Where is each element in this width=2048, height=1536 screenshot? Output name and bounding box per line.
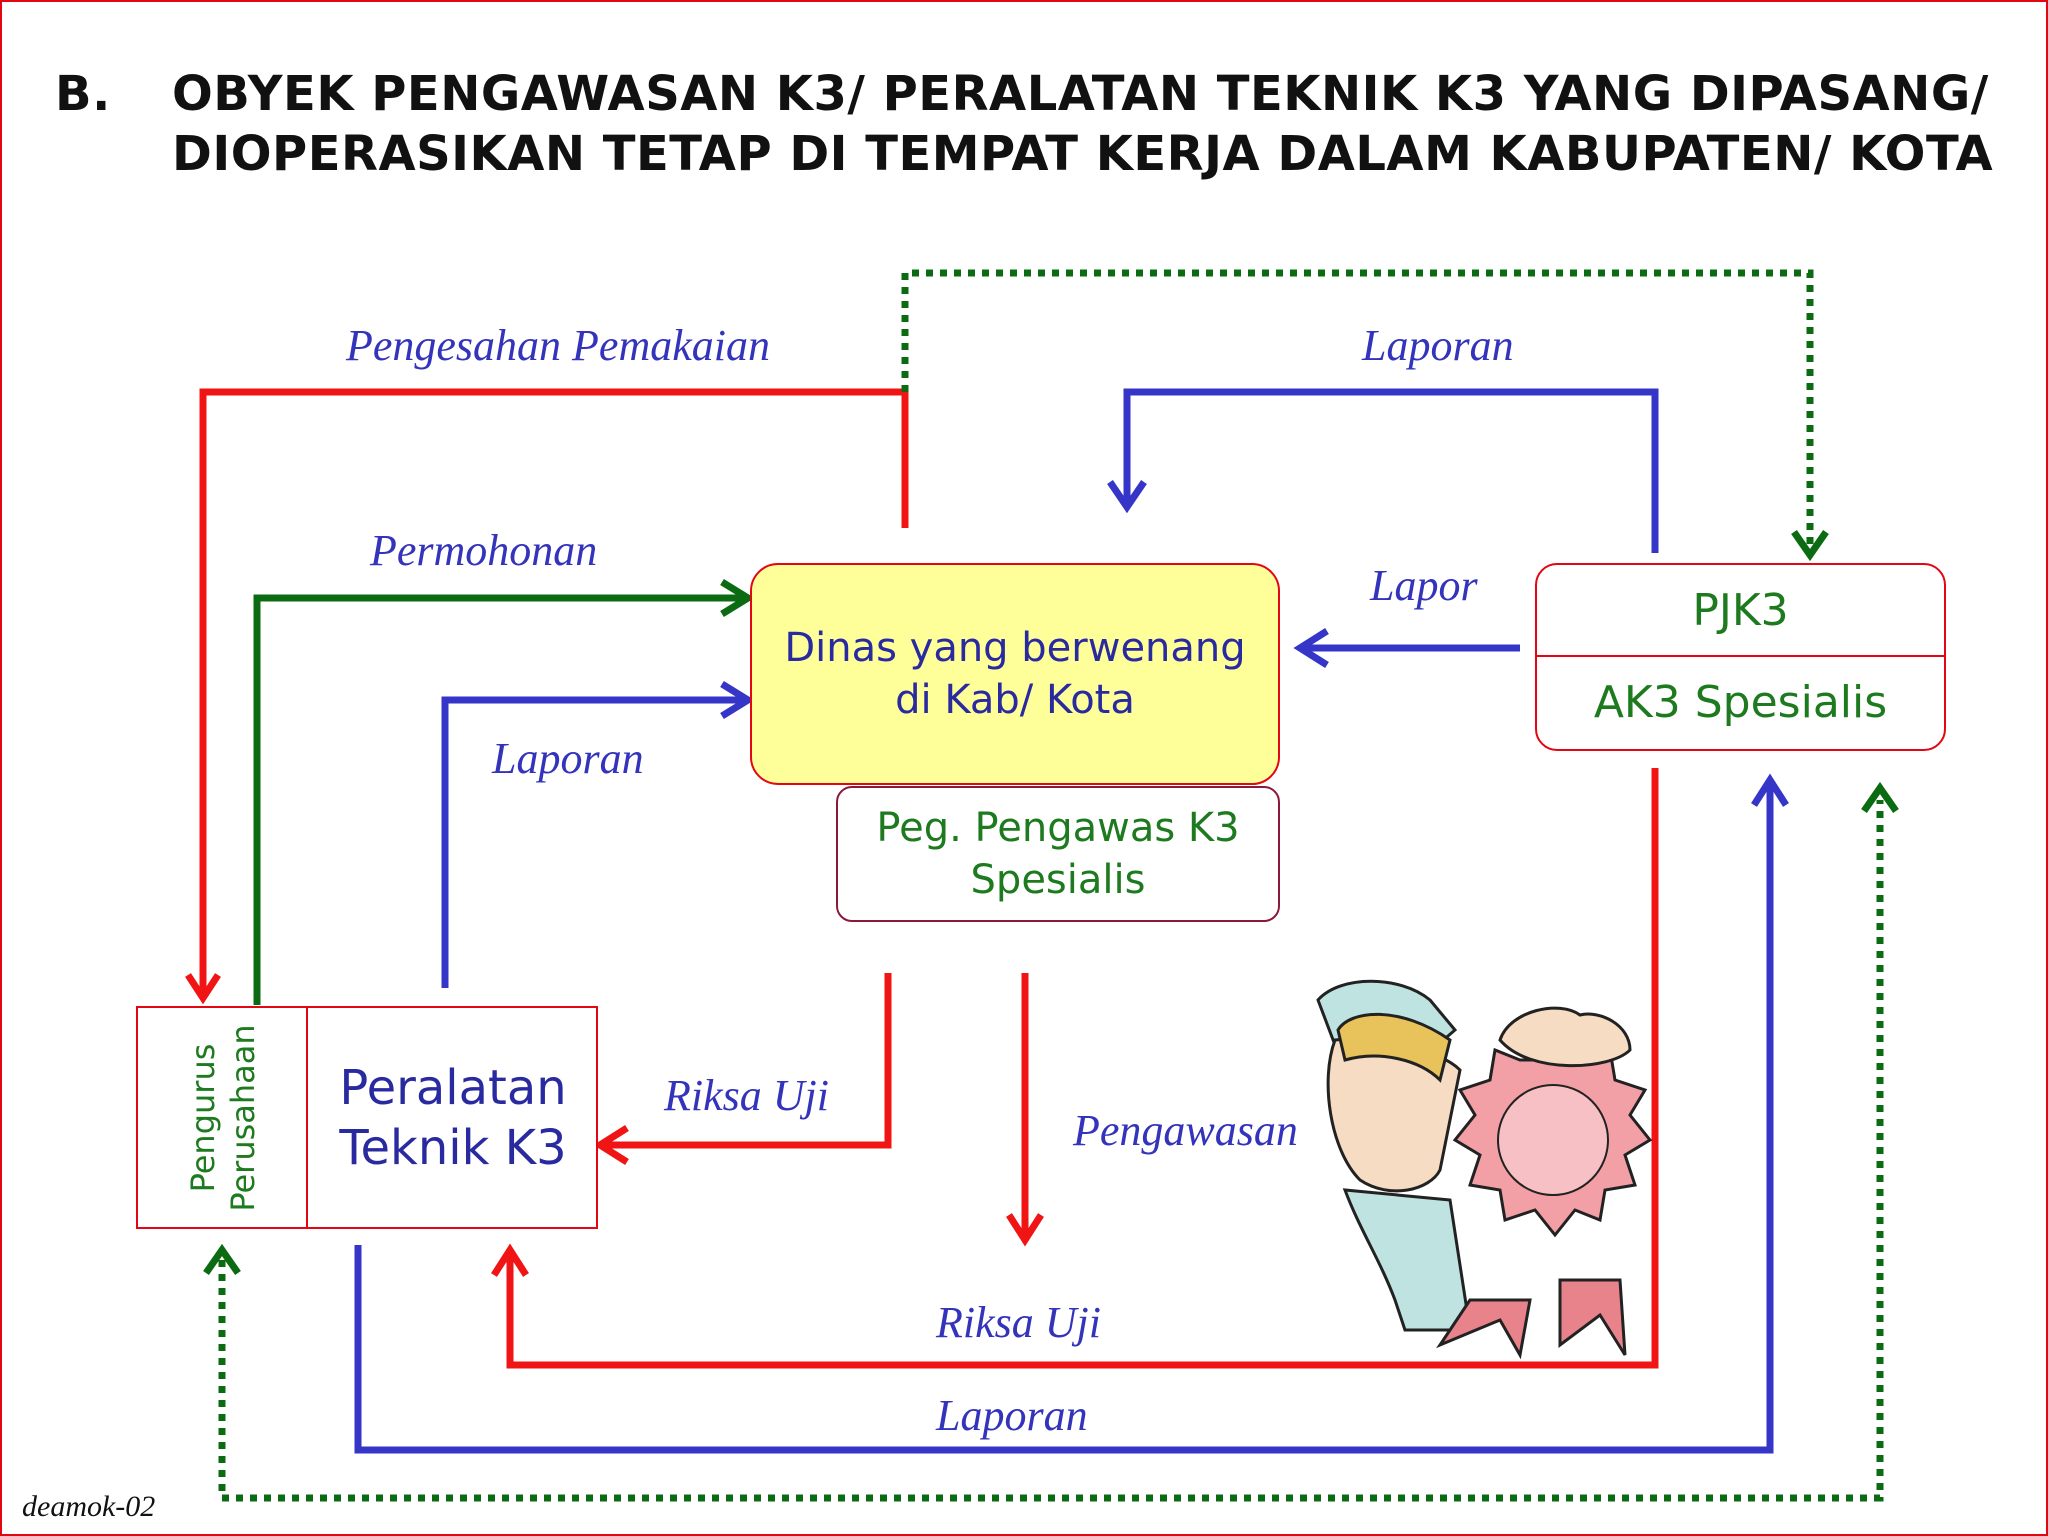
label-laporan-bottom: Laporan — [936, 1391, 1088, 1440]
arrow-riksa-uji-mid — [603, 973, 892, 1149]
arrowhead-lapor — [1293, 628, 1329, 668]
dinas-box: Dinas yang berwenang di Kab/ Kota — [750, 563, 1280, 785]
title-line-2: DIOPERASIKAN TETAP DI TEMPAT KERJA DALAM… — [172, 126, 1994, 182]
arrowhead-dotted-left — [203, 1243, 241, 1275]
label-laporan-top: Laporan — [1362, 321, 1514, 370]
peralatan-box: Pengurus Perusahaan Peralatan Teknik K3 — [136, 1006, 598, 1229]
arrow-permohonan — [253, 594, 745, 1005]
label-permohonan: Permohonan — [370, 526, 598, 575]
label-pengesahan: Pengesahan Pemakaian — [346, 321, 770, 370]
signature: deamok-02 — [22, 1490, 156, 1523]
arrowhead-riksa-uji-bottom — [491, 1243, 529, 1277]
label-laporan-left: Laporan — [492, 734, 644, 783]
arrowhead-laporan-bottom — [1751, 773, 1789, 807]
pengurus-cell: Pengurus Perusahaan — [138, 1008, 308, 1227]
pegawas-text-line-1: Peg. Pengawas K3 — [876, 805, 1240, 851]
arrow-pengesahan — [199, 388, 909, 995]
title-number: B. — [55, 66, 111, 122]
pegawas-box: Peg. Pengawas K3 Spesialis — [836, 786, 1280, 922]
label-pengawasan: Pengawasan — [1073, 1106, 1298, 1155]
arrowhead-dotted-right — [1861, 781, 1899, 813]
arrowhead-pengesahan — [185, 973, 221, 1005]
pengurus-text: Pengurus Perusahaan — [183, 1024, 263, 1211]
arrow-riksa-uji-bottom — [506, 768, 1659, 1369]
clipart-man-rosette-icon — [1316, 979, 1653, 1360]
title-line-1: OBYEK PENGAWASAN K3/ PERALATAN TEKNIK K3… — [172, 66, 1989, 122]
pegawas-text-line-2: Spesialis — [970, 857, 1146, 903]
arrowhead-pengawasan — [1006, 1213, 1044, 1247]
label-riksa-uji-mid: Riksa Uji — [664, 1071, 829, 1120]
pjk3-label: PJK3 — [1537, 565, 1944, 657]
arrow-laporan-top — [1123, 388, 1659, 553]
label-lapor: Lapor — [1370, 561, 1478, 610]
dotted-arrow-top — [901, 269, 1814, 552]
pjk3-box: PJK3 AK3 Spesialis — [1535, 563, 1946, 751]
dinas-text-line-1: Dinas yang berwenang — [784, 625, 1246, 671]
dotted-arrow-bottom — [218, 800, 1884, 1502]
arrowhead-dotted-top — [1791, 530, 1829, 562]
arrow-laporan-left — [441, 696, 745, 988]
ak3-label: AK3 Spesialis — [1593, 677, 1888, 728]
arrowhead-riksa-uji-mid — [593, 1125, 629, 1165]
arrowhead-permohonan — [720, 579, 755, 617]
arrowhead-laporan-left — [720, 681, 755, 719]
peralatan-cell: Peralatan Teknik K3 — [308, 1008, 598, 1227]
arrow-laporan-bottom — [354, 782, 1774, 1454]
label-riksa-uji-bottom: Riksa Uji — [936, 1298, 1101, 1347]
pengurus-text-line-2: Perusahaan — [224, 1024, 262, 1212]
dinas-text-line-2: di Kab/ Kota — [895, 677, 1135, 723]
arrowhead-laporan-top — [1107, 480, 1147, 514]
peralatan-text-line-2: Teknik K3 — [339, 1119, 567, 1176]
peralatan-text-line-1: Peralatan — [339, 1059, 567, 1116]
pengurus-text-line-1: Pengurus — [184, 1043, 222, 1193]
